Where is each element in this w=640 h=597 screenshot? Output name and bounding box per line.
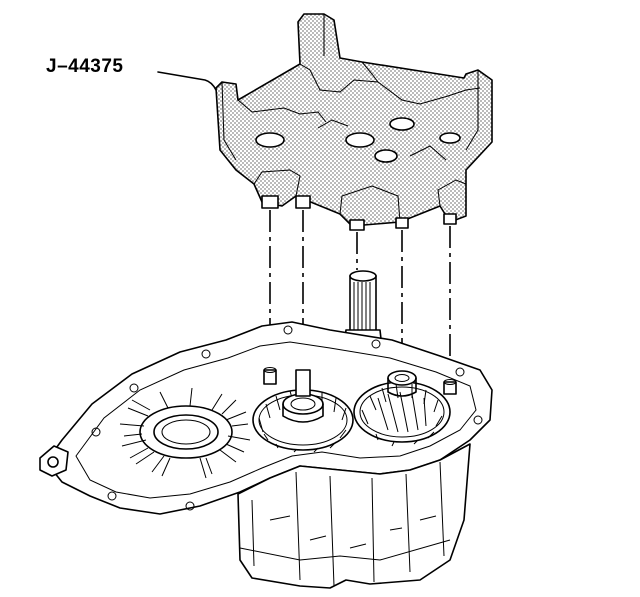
- input-bearing-bore: [119, 387, 251, 479]
- transfer-case-housing: [39, 321, 493, 589]
- driven-sprocket-gear: [353, 370, 451, 447]
- case-dowel-pins: [263, 367, 457, 395]
- special-tool-fixture: [215, 13, 493, 231]
- callout-leader-line: [157, 71, 217, 91]
- tool-callout-label: J–44375: [46, 56, 124, 77]
- drive-sprocket-gear: [252, 369, 354, 453]
